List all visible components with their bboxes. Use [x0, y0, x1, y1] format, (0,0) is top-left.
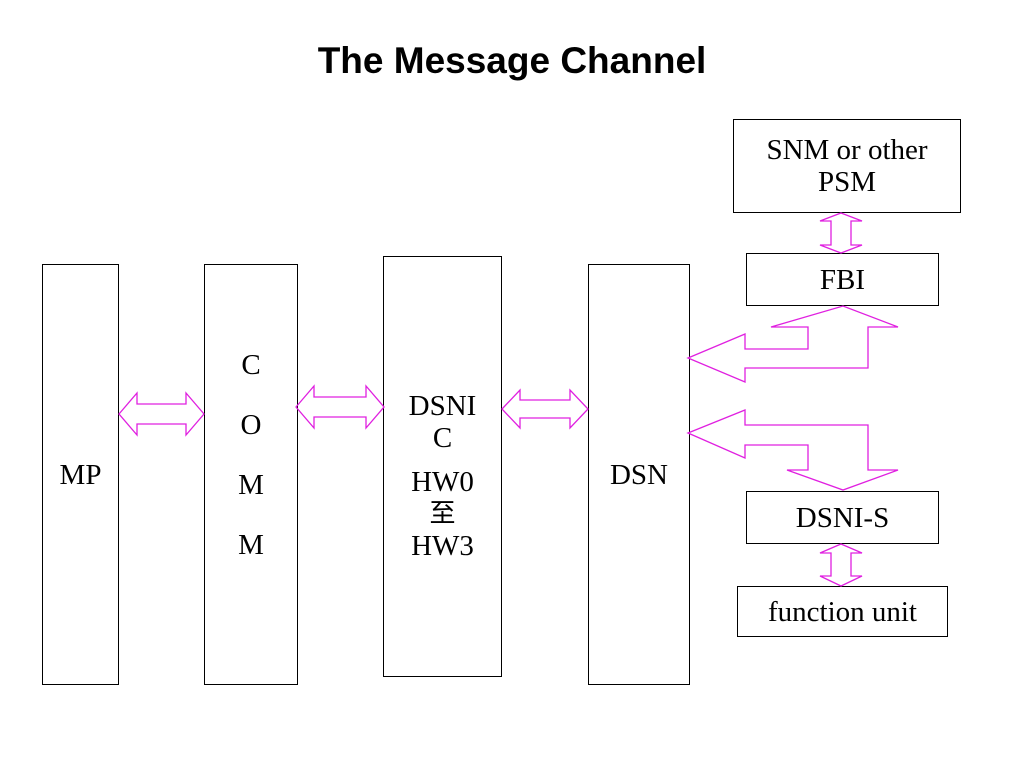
comm-letter-m1: M [238, 469, 264, 501]
page-title: The Message Channel [317, 40, 707, 81]
hw-label-line3: HW3 [411, 530, 474, 562]
mp-label: MP [59, 458, 102, 491]
comm-block: C O M M [204, 264, 298, 685]
function-unit-block: function unit [737, 586, 948, 637]
fbi-label: FBI [819, 263, 866, 296]
dsn-label: DSN [609, 458, 668, 491]
snm-label-line1: SNM or other [766, 134, 928, 166]
mp-block: MP [42, 264, 119, 685]
dsnis-block: DSNI-S [746, 491, 939, 544]
arrow-dsnis-function-unit [819, 543, 863, 587]
arrow-comm-dsnic [295, 384, 385, 430]
dsnic-block: DSNI C HW0 至 HW3 [383, 256, 502, 677]
arrow-fbi-dsn [686, 305, 899, 383]
comm-letter-o: O [240, 409, 262, 441]
comm-letter-c: C [241, 349, 261, 381]
dsnis-label: DSNI-S [795, 501, 890, 534]
arrow-snm-fbi [819, 212, 863, 254]
snm-block: SNM or other PSM [733, 119, 961, 213]
comm-letter-m2: M [238, 529, 264, 561]
dsnic-label-line1: DSNI [408, 390, 477, 422]
dsnic-label-line2: C [432, 422, 453, 454]
arrow-mp-comm [118, 391, 205, 437]
arrow-dsnic-dsn [501, 388, 589, 430]
arrow-dsn-dsnis [686, 409, 899, 491]
fbi-block: FBI [746, 253, 939, 306]
dsn-block: DSN [588, 264, 690, 685]
hw-label-line1: HW0 [411, 466, 474, 498]
function-unit-label: function unit [767, 595, 917, 628]
hw-label-line2: 至 [429, 499, 456, 529]
snm-label-line2: PSM [817, 166, 877, 198]
